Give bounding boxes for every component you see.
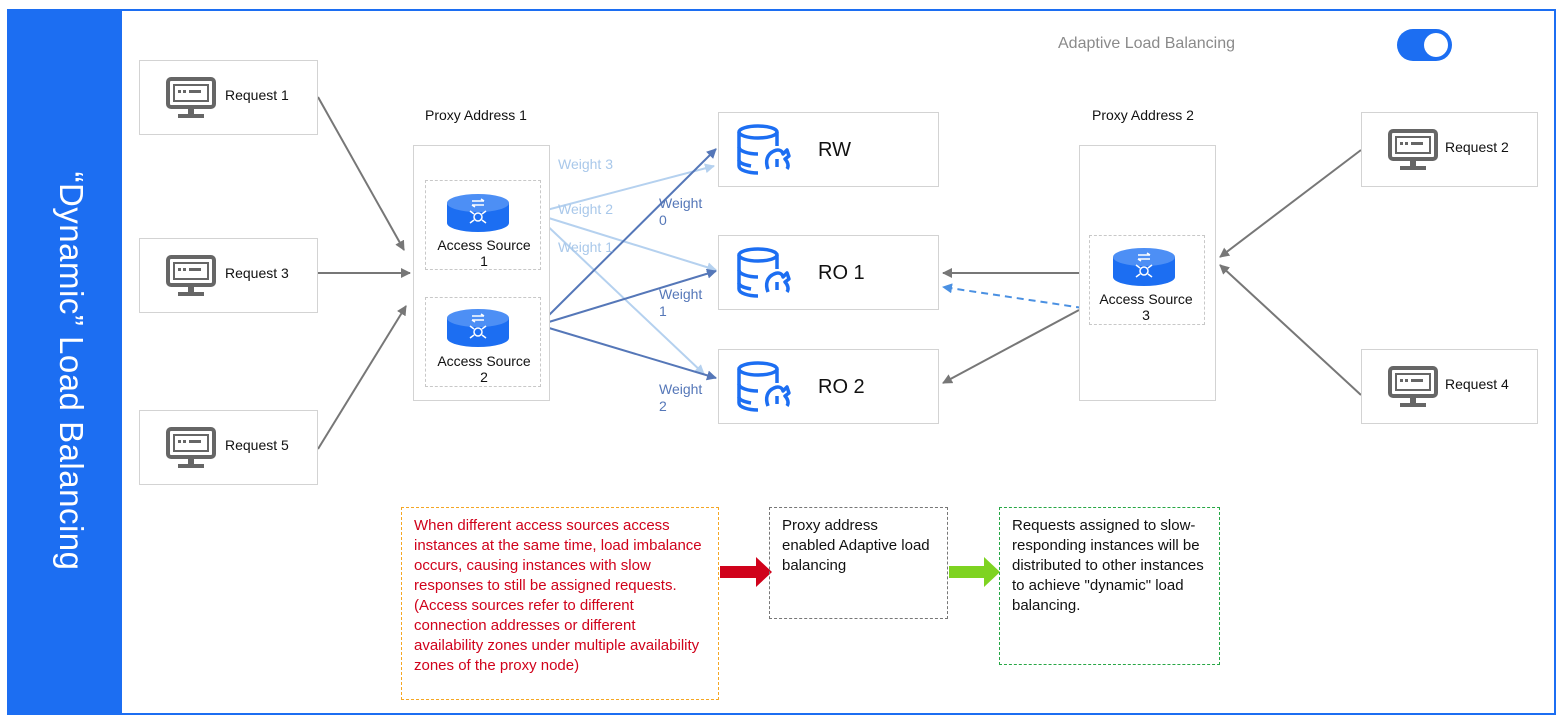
monitor-icon [166, 255, 216, 296]
request-box-5: Request 5 [139, 410, 318, 485]
arrow-proxy2-ro1-dashed [942, 283, 1084, 309]
instance-label: RO 1 [818, 262, 865, 284]
arrow-request1-proxy1 [317, 96, 405, 251]
monitor-icon [166, 427, 216, 468]
action-note: Proxy address enabled Adaptive load bala… [769, 507, 948, 619]
request-label: Request 3 [225, 265, 289, 281]
label-line: 2 [659, 398, 667, 414]
arrow-request2-proxy2 [1219, 149, 1362, 258]
access-source-icon [1113, 248, 1175, 286]
access-source-icon [447, 194, 509, 232]
label-line: 2 [480, 369, 488, 385]
label-line: Weight [659, 286, 703, 302]
problem-note: When different access sources access ins… [401, 507, 719, 700]
monitor-icon [1388, 129, 1438, 170]
proxy-address-1-box [413, 145, 550, 401]
arrow-proxy2-ro2 [942, 309, 1080, 384]
request-box-4: Request 4 [1361, 349, 1538, 424]
arrow-source1-ro1 [538, 214, 717, 273]
database-icon [737, 124, 791, 175]
access-source-2-label: Access Source 2 [422, 353, 546, 385]
label-line: Access Source [1099, 291, 1193, 307]
weight-label-s2-rw: Weight 0 [659, 195, 702, 229]
green-flow-arrow [949, 557, 1000, 587]
weight-label-s2-ro1: Weight 1 [659, 286, 702, 320]
proxy-address-1-title: Proxy Address 1 [425, 107, 527, 123]
proxy-address-2-title: Proxy Address 2 [1092, 107, 1194, 123]
adaptive-toggle-label: Adaptive Load Balancing [1058, 35, 1236, 52]
arrow-source1-ro2 [538, 217, 705, 375]
weight-label-s1-ro2: Weight 1 [558, 239, 613, 255]
arrow-request5-proxy1 [317, 305, 407, 450]
request-box-3: Request 3 [139, 238, 318, 313]
label-line: Weight [659, 195, 703, 211]
instance-rw: RW [718, 112, 939, 187]
red-flow-arrow [720, 557, 772, 587]
arrow-source2-ro1 [538, 268, 717, 326]
weight-label-s1-rw: Weight 3 [558, 156, 613, 172]
database-icon [737, 361, 791, 412]
monitor-icon [166, 77, 216, 118]
access-source-3-label: Access Source 3 [1084, 291, 1208, 323]
request-box-2: Request 2 [1361, 112, 1538, 187]
label-line: 1 [659, 303, 667, 319]
result-note: Requests assigned to slow-responding ins… [999, 507, 1220, 665]
instance-label: RW [818, 139, 851, 161]
weight-label-s1-ro1: Weight 2 [558, 201, 613, 217]
label-line: Access Source [437, 237, 531, 253]
arrow-source2-ro2 [538, 324, 717, 381]
side-banner: “Dynamic” Load Balancing [7, 9, 122, 715]
label-line: 1 [480, 253, 488, 269]
arrow-source2-rw [538, 148, 717, 326]
weight-label-s2-ro2: Weight 2 [659, 381, 702, 415]
access-source-3: Access Source 3 [1089, 235, 1205, 325]
monitor-icon [1388, 366, 1438, 407]
label-line: Weight [659, 381, 703, 397]
access-source-2: Access Source 2 [425, 297, 541, 387]
access-source-1: Access Source 1 [425, 180, 541, 270]
instance-ro1: RO 1 [718, 235, 939, 310]
access-source-icon [447, 309, 509, 347]
adaptive-load-balancing-toggle[interactable] [1397, 29, 1452, 61]
request-label: Request 5 [225, 437, 289, 453]
request-label: Request 1 [225, 87, 289, 103]
request-label: Request 2 [1445, 139, 1509, 155]
label-line: Access Source [437, 353, 531, 369]
instance-label: RO 2 [818, 376, 865, 398]
label-line: 0 [659, 212, 667, 228]
request-box-1: Request 1 [139, 60, 318, 135]
access-source-1-label: Access Source 1 [422, 237, 546, 269]
arrow-request4-proxy2 [1219, 264, 1362, 396]
label-line: 3 [1142, 307, 1150, 323]
database-icon [737, 247, 791, 298]
toggle-knob [1424, 33, 1448, 57]
request-label: Request 4 [1445, 376, 1509, 392]
arrow-source1-rw [538, 163, 715, 213]
instance-ro2: RO 2 [718, 349, 939, 424]
